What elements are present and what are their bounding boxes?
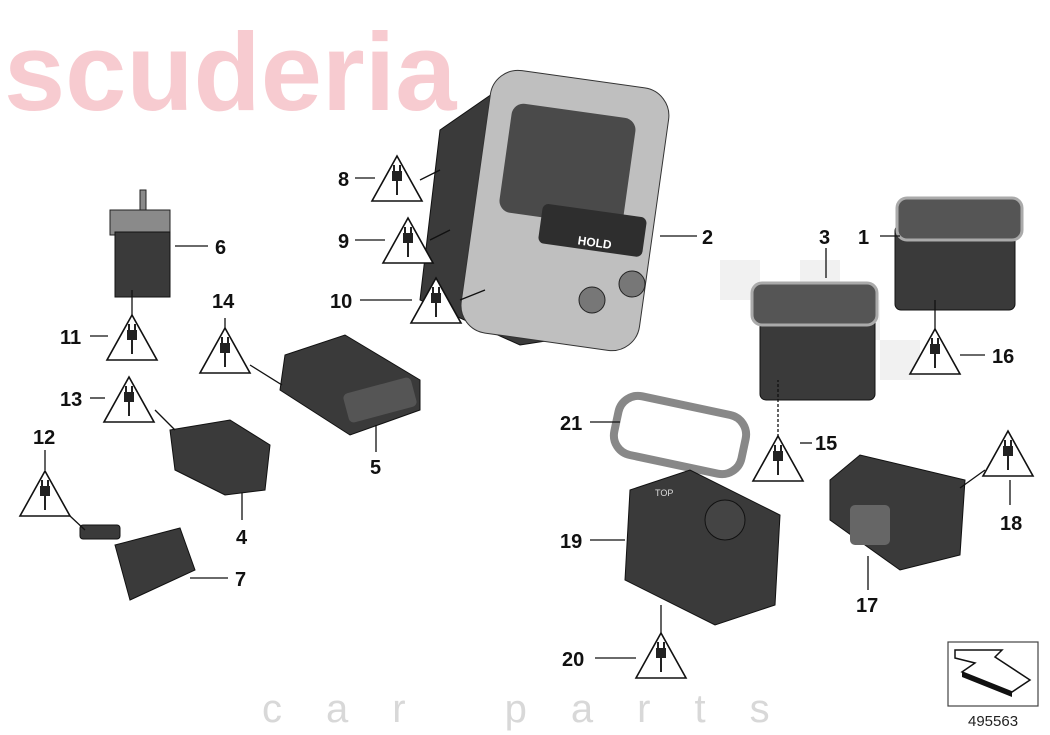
callout-8[interactable]: 8	[338, 169, 349, 191]
warning-plug-triangle-icon	[752, 435, 804, 482]
callout-19[interactable]: 19	[560, 531, 582, 553]
watermark-main: scuderia	[4, 11, 457, 134]
callout-16[interactable]: 16	[992, 346, 1014, 368]
warning-plug-triangle-icon	[382, 217, 434, 264]
watermark-sub: car parts	[262, 687, 814, 731]
warning-plug-triangle-icon	[19, 470, 71, 517]
callout-5[interactable]: 5	[370, 457, 381, 479]
part-1-hazard-switch[interactable]	[894, 196, 1024, 311]
diagram-ref-number: 495563	[968, 713, 1018, 730]
callout-9[interactable]: 9	[338, 231, 349, 253]
callout-numbers: 1 2 3 4 5 6 7 8 9 10 11 12 13 14 15 16 1…	[33, 169, 1022, 671]
part-17-seat-heating-switch[interactable]	[829, 454, 966, 571]
warning-plug-triangle-icon	[106, 314, 158, 361]
callout-6[interactable]: 6	[215, 237, 226, 259]
callout-7[interactable]: 7	[235, 569, 246, 591]
callout-18[interactable]: 18	[1000, 513, 1022, 535]
part-19-switch-block[interactable]: TOP	[624, 469, 781, 626]
callout-1[interactable]: 1	[858, 227, 869, 249]
callout-17[interactable]: 17	[856, 595, 878, 617]
callout-3[interactable]: 3	[819, 227, 830, 249]
callout-12[interactable]: 12	[33, 427, 55, 449]
warning-plug-triangle-icon	[371, 155, 423, 202]
warning-plug-triangle-icon	[103, 376, 155, 423]
callout-2[interactable]: 2	[702, 227, 713, 249]
leader-lines	[44, 169, 1011, 659]
callout-15[interactable]: 15	[815, 433, 837, 455]
part-21-trim-frame[interactable]	[609, 391, 751, 479]
part-5-lock-switch[interactable]	[279, 334, 421, 436]
callout-20[interactable]: 20	[562, 649, 584, 671]
callout-4[interactable]: 4	[236, 527, 248, 549]
callout-11[interactable]: 11	[60, 327, 81, 349]
part-2-parking-brake-switch[interactable]: HOLD	[419, 67, 672, 354]
warning-plug-triangle-icon	[635, 632, 687, 679]
part-3-seat-switch[interactable]	[750, 281, 879, 401]
callout-10[interactable]: 10	[330, 291, 352, 313]
warning-plug-triangle-icon	[982, 430, 1034, 477]
callout-14[interactable]: 14	[212, 291, 235, 313]
warning-plug-triangle-icon	[199, 327, 251, 374]
top-label: TOP	[655, 488, 673, 498]
callout-21[interactable]: 21	[560, 413, 582, 435]
part-4-switch[interactable]	[169, 419, 271, 496]
hold-label: HOLD	[577, 233, 613, 252]
part-6-push-switch[interactable]	[109, 189, 171, 298]
direction-arrow-box	[947, 641, 1039, 707]
part-7-switch[interactable]	[79, 524, 196, 601]
callout-13[interactable]: 13	[60, 389, 82, 411]
